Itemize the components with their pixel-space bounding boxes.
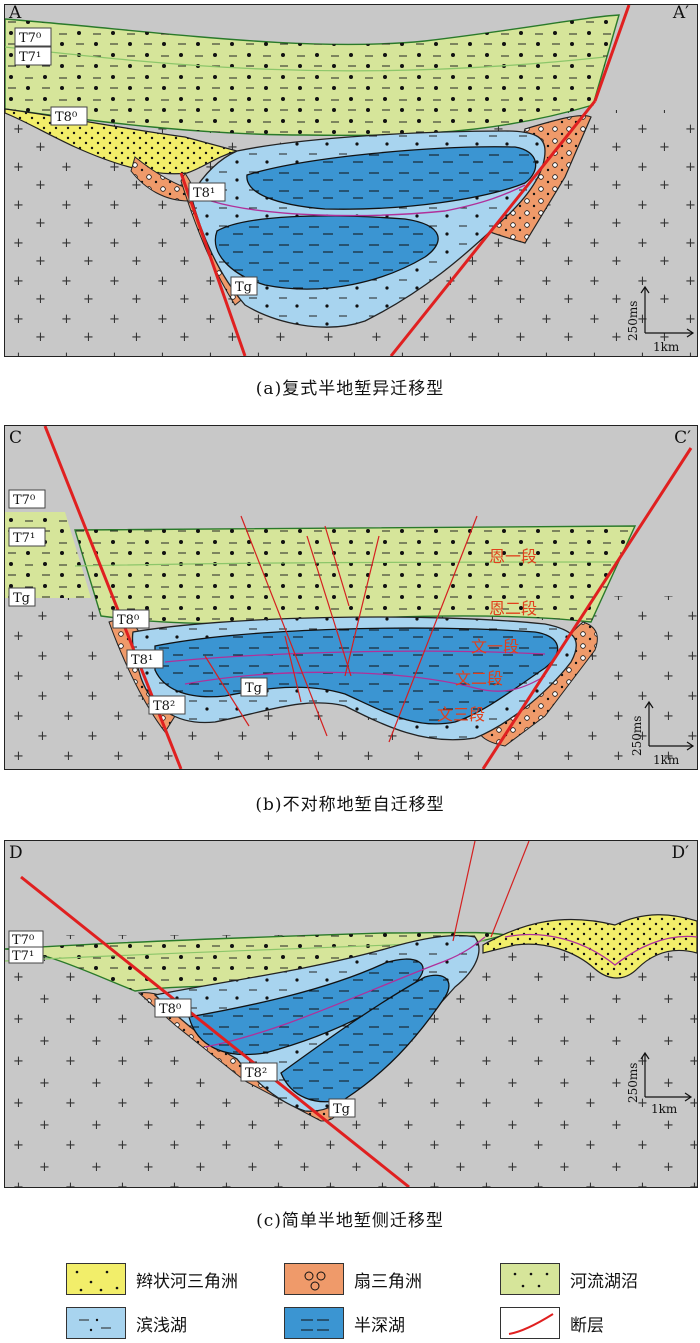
horizon-label: T7⁰ [12,933,34,948]
section-a-diagram: + + T7⁰ T7¹ [5,5,697,356]
legend-swatch [66,1263,126,1295]
legend-label: 河流湖沼 [570,1272,638,1292]
caption-b: (b)不对称地堑自迁移型 [255,795,445,815]
legend-label: 半深湖 [354,1316,405,1336]
caption-a: (a)复式半地堑异迁移型 [255,379,445,399]
scale-horizontal-label: 1km [651,1102,678,1116]
scale-vertical-label: 250ms [630,716,644,756]
horizon-label: T8² [245,1066,267,1081]
horizon-label: T8¹ [193,186,215,201]
horizon-label: T7⁰ [19,31,41,46]
section-end-label: A′ [672,3,689,23]
section-start-label: D [9,843,23,863]
horizon-label: Tg [245,681,262,696]
section-end-label: D′ [671,843,690,863]
horizon-label: T8¹ [131,653,153,668]
scale-horizontal-label: 1km [653,753,680,767]
unit-label: 恩一段 [489,547,537,566]
horizon-label: Tg [13,591,30,606]
legend-label: 扇三角洲 [354,1272,422,1292]
fault-line [20,875,410,1187]
unit-label: 文三段 [437,705,485,724]
horizon-label: T8⁰ [159,1002,181,1017]
scale-vertical-label: 250ms [626,1063,640,1103]
legend-swatch [500,1307,560,1339]
caption-c: (c)简单半地堑侧迁移型 [256,1211,444,1231]
section-start-label: A [9,3,22,23]
semi-deep-lake-b [154,627,559,725]
fault-line [481,447,693,769]
legend-label: 滨浅湖 [136,1316,187,1336]
section-start-label: C [9,428,23,448]
legend-swatch [66,1307,126,1339]
section-panel-a: + + T7⁰ T7¹ [4,3,698,357]
semi-deep-lake-a [246,146,537,210]
horizon-label: T7¹ [13,531,35,546]
unit-label: 恩二段 [489,599,537,618]
legend-label: 断层 [570,1316,604,1336]
legend-swatch [284,1307,344,1339]
unit-label: 文一段 [471,637,519,656]
braided-delta-c [482,914,697,979]
horizon-label: T8² [153,699,175,714]
fault-line [179,172,247,356]
scale-bar [644,700,695,751]
legend-label: 辫状河三角洲 [136,1272,238,1292]
unit-label: 文二段 [455,669,503,688]
horizon-label: T7⁰ [13,493,35,508]
horizon-label: T7¹ [12,949,34,964]
horizon-label: Tg [333,1102,350,1117]
horizon-label: Tg [235,280,252,295]
scale-horizontal-label: 1km [653,340,680,354]
section-b-diagram: + + [5,426,697,769]
legend-swatch [284,1263,344,1295]
scale-vertical-label: 250ms [626,301,640,341]
section-panel-b: + + [4,425,698,770]
legend: 辫状河三角洲 扇三角洲 河流湖沼 滨浅湖 半深湖 [66,1263,686,1343]
section-end-label: C′ [674,428,691,448]
horizon-label: T8⁰ [117,613,139,628]
section-c-diagram: + + T7⁰ T7¹ [5,841,697,1187]
horizon-label: T7¹ [19,50,41,65]
section-panel-c: + + T7⁰ T7¹ [4,840,698,1188]
horizon-label: T8⁰ [55,110,77,125]
scale-bar [640,285,695,338]
legend-swatch [500,1263,560,1295]
scale-bar [640,1051,693,1102]
fault-line [389,100,597,356]
